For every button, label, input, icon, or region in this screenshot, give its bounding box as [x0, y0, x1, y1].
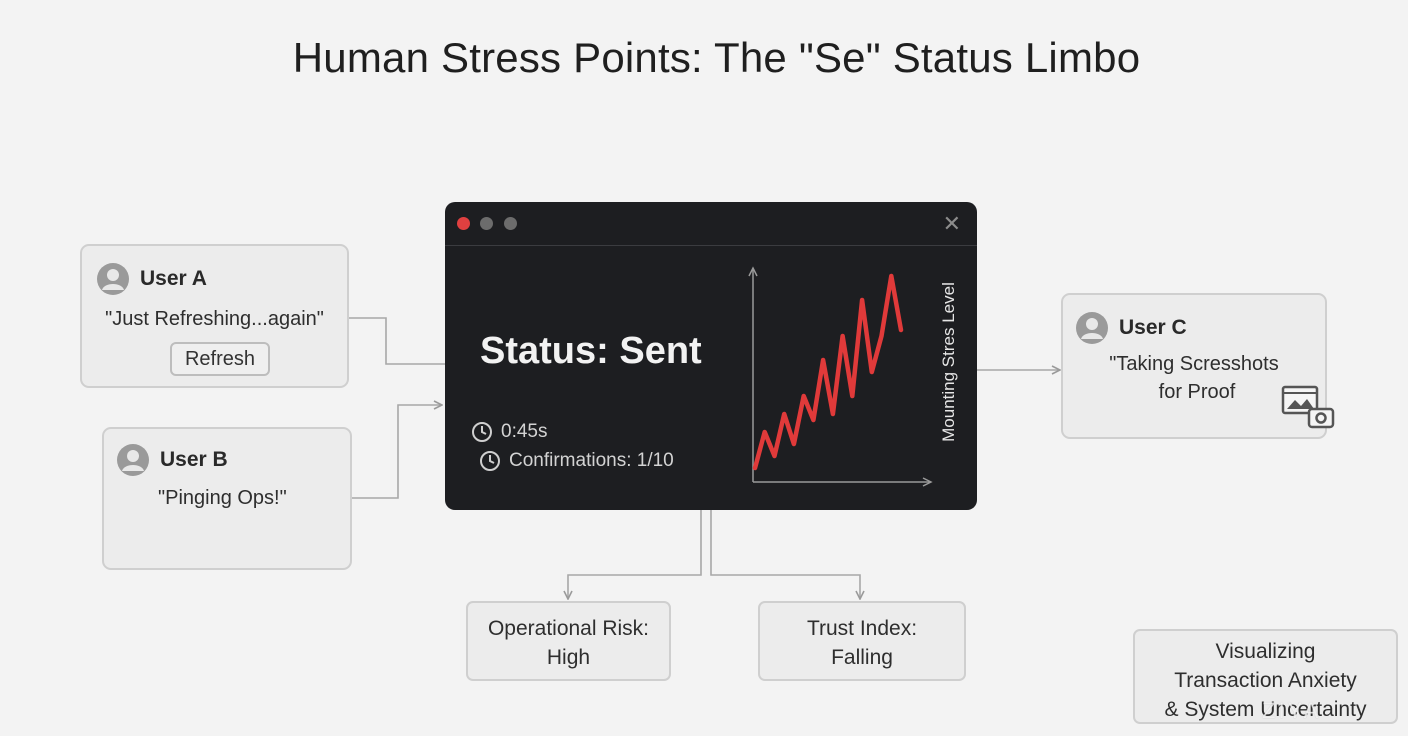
- user-c-header: User C: [1075, 311, 1187, 345]
- user-a-header: User A: [96, 262, 207, 296]
- connector-trust: [710, 510, 860, 598]
- user-b-quote: "Pinging Ops!": [158, 487, 287, 509]
- connector-user-a: [349, 317, 445, 365]
- confirmations-row: Confirmations: 1/10: [479, 450, 674, 472]
- stress-chart: [748, 266, 933, 487]
- confirmations-value: Confirmations: 1/10: [509, 450, 674, 471]
- caption-line-3: & System Uncertainty: [1164, 698, 1367, 721]
- caption-line-2: Transaction Anxiety: [1174, 669, 1357, 692]
- user-b-header: User B: [116, 443, 228, 477]
- user-a-card: User A "Just Refreshing...again" Refresh: [80, 244, 349, 388]
- maximize-dot-icon[interactable]: [504, 217, 517, 230]
- connector-risk: [568, 510, 702, 598]
- operational-risk-label: Operational Risk:: [487, 617, 650, 640]
- user-avatar-icon: [1076, 312, 1108, 344]
- connector-user-b: [352, 405, 441, 499]
- timer-value: 0:45s: [501, 421, 548, 442]
- user-a-name: User A: [140, 267, 207, 290]
- close-dot-icon[interactable]: [457, 217, 470, 230]
- user-avatar-icon: [97, 263, 129, 295]
- user-c-quote-line2: for Proof: [1158, 381, 1236, 403]
- user-avatar-icon: [117, 444, 149, 476]
- user-b-name: User B: [160, 448, 228, 471]
- user-c-name: User C: [1119, 316, 1187, 339]
- chart-y-arrow: [748, 266, 758, 277]
- status-window: ✕ Status: Sent 0:45s Confirmations: 1/10…: [445, 202, 977, 510]
- watermark: ZIYA: [1262, 698, 1322, 723]
- user-c-card: User C "Taking Scresshots for Proof: [1061, 293, 1335, 439]
- caption-box: Visualizing Transaction Anxiety & System…: [1133, 629, 1398, 724]
- chart-x-arrow: [922, 477, 933, 487]
- caption-line-1: Visualizing: [1215, 640, 1316, 663]
- window-titlebar: ✕: [445, 202, 977, 246]
- close-icon[interactable]: ✕: [942, 211, 961, 236]
- user-c-quote-line1: "Taking Scresshots: [1109, 353, 1279, 375]
- user-a-quote: "Just Refreshing...again": [105, 308, 324, 330]
- operational-risk-value: High: [546, 646, 591, 669]
- chart-y-label: Mounting Stres Level: [939, 282, 958, 442]
- clock-icon: [480, 451, 500, 471]
- stress-line: [752, 273, 904, 471]
- user-b-card: User B "Pinging Ops!": [102, 427, 352, 570]
- screenshot-camera-icon: [1281, 385, 1335, 429]
- operational-risk-box: Operational Risk: High: [466, 601, 671, 681]
- trust-index-value: Falling: [831, 646, 893, 669]
- trust-index-box: Trust Index: Falling: [758, 601, 966, 681]
- page-title: Human Stress Points: The "Se" Status Lim…: [292, 34, 1141, 81]
- clock-icon: [472, 422, 492, 442]
- timer-row: 0:45s: [471, 421, 547, 443]
- refresh-button[interactable]: Refresh: [170, 342, 270, 376]
- status-label: Status: Sent: [480, 330, 702, 372]
- trust-index-label: Trust Index:: [806, 617, 918, 640]
- minimize-dot-icon[interactable]: [480, 217, 493, 230]
